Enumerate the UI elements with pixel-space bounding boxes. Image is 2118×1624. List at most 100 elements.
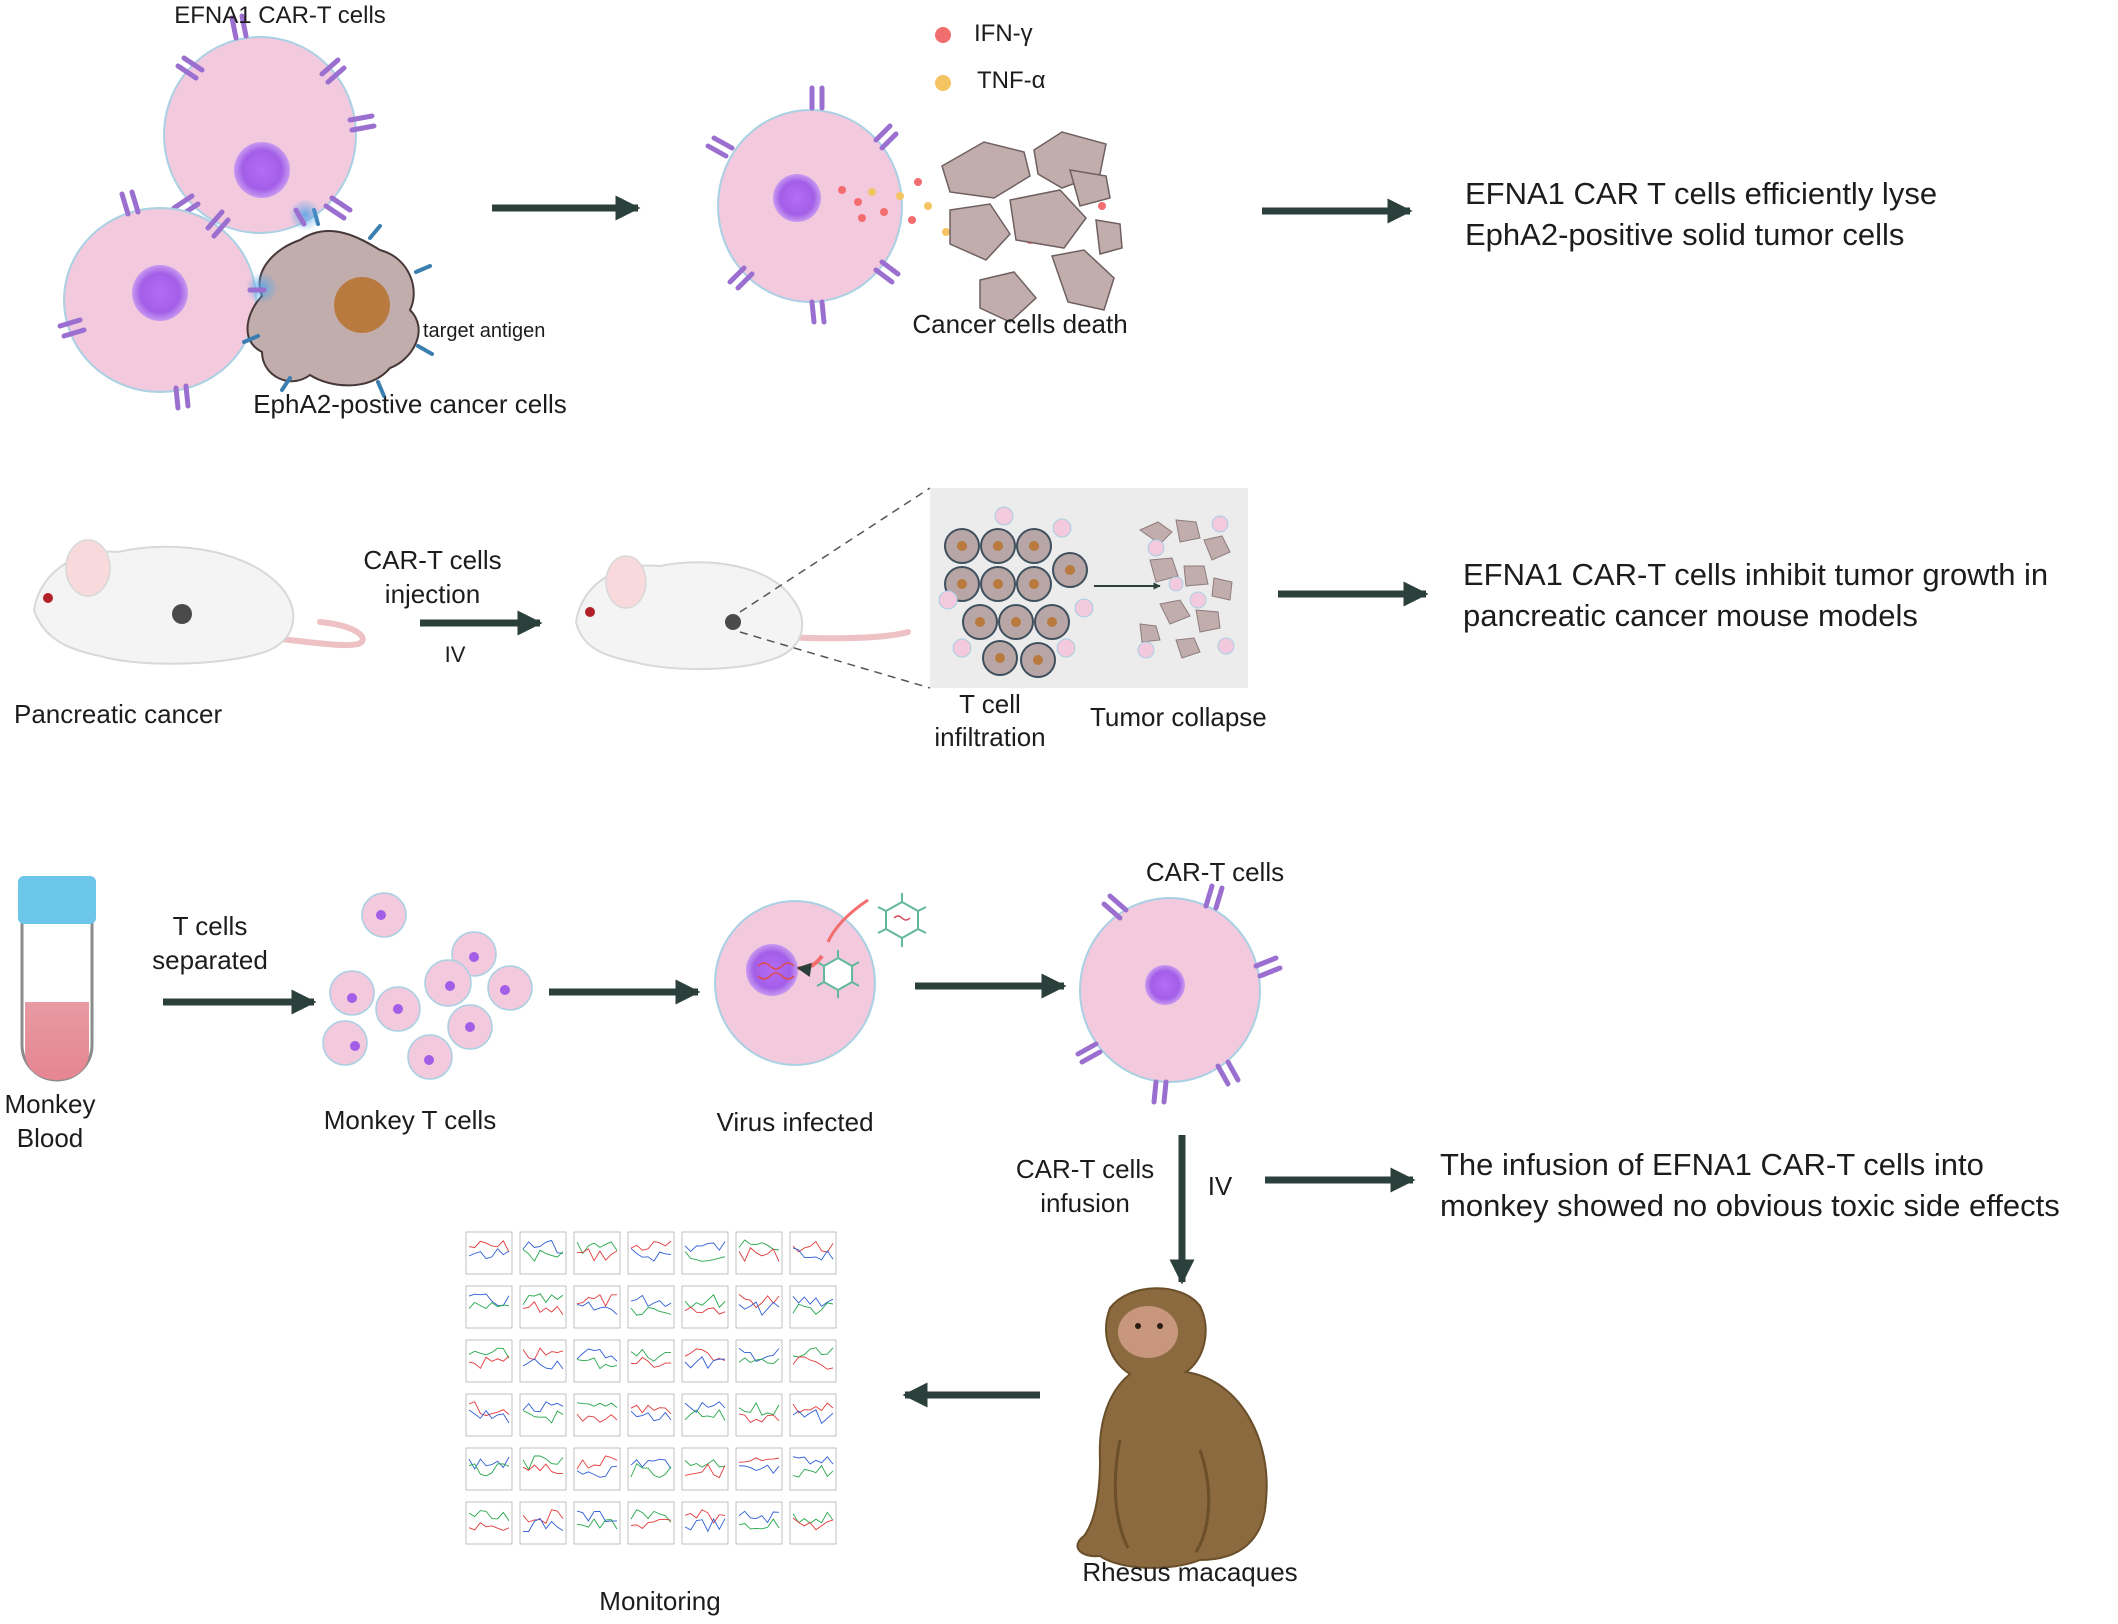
mouse-untreated: [32, 539, 366, 665]
iv-route-label-monkey: IV: [1207, 1171, 1233, 1201]
monkey-blood-line-1: Monkey: [4, 1089, 96, 1119]
t-cells-separated-line-2: separated: [152, 945, 268, 975]
blood-tube: [18, 876, 96, 1082]
tumor-collapse-label: Tumor collapse: [1090, 702, 1267, 732]
mini-plot-series: [468, 1355, 510, 1370]
mini-plot-frame: [681, 1501, 729, 1545]
virus-particle-inside: [816, 950, 860, 998]
conclusion-3-line-1: The infusion of EFNA1 CAR-T cells into: [1440, 1147, 1984, 1182]
mini-plot-series: [522, 1239, 564, 1254]
mini-plot-frame: [519, 1339, 567, 1383]
mini-plot-series: [576, 1510, 618, 1522]
mini-plot-series: [738, 1510, 780, 1524]
mini-plot-series: [522, 1301, 564, 1315]
mini-plot-series: [522, 1463, 564, 1475]
conclusion-2-line-1: EFNA1 CAR-T cells inhibit tumor growth i…: [1463, 557, 2049, 592]
virus-particle: [877, 893, 927, 947]
mini-plot-series: [468, 1240, 510, 1253]
mini-plot-series: [738, 1348, 780, 1362]
conclusion-2-line-2: pancreatic cancer mouse models: [1463, 598, 1918, 633]
mini-plot-series: [630, 1458, 672, 1469]
mini-plot-frame: [573, 1501, 621, 1545]
monkey-blood-line-2: Blood: [16, 1123, 84, 1153]
pancreatic-cancer-label: Pancreatic cancer: [14, 699, 223, 729]
legend-tnf-dot: [935, 75, 951, 91]
mini-plot-frame: [573, 1447, 621, 1491]
mini-plot-series: [468, 1522, 510, 1531]
mini-plot-frame: [465, 1231, 513, 1275]
mini-plot-series: [738, 1413, 780, 1423]
t-cells-separated-line-1: T cells: [172, 911, 248, 941]
mini-plot-frame: [573, 1393, 621, 1437]
rhesus-macaques-label: Rhesus macaques: [1082, 1557, 1298, 1587]
mini-plot-frame: [627, 1393, 675, 1437]
mini-plot-series: [576, 1348, 618, 1362]
monitoring-mini-plots: [465, 1231, 837, 1545]
ifn-gamma-label: IFN-γ: [974, 20, 1033, 47]
mini-plot-series: [792, 1511, 834, 1524]
mini-plot-series: [792, 1247, 834, 1261]
mini-plot-frame: [681, 1231, 729, 1275]
mini-plot-frame: [681, 1339, 729, 1383]
mini-plot-series: [522, 1249, 564, 1262]
tnf-alpha-label: TNF-α: [977, 67, 1046, 94]
mini-plot-series: [576, 1402, 618, 1408]
mini-plot-series: [630, 1294, 672, 1307]
mini-plot-series: [630, 1348, 671, 1362]
mini-plot-series: [792, 1456, 834, 1465]
mini-plot-frame: [519, 1447, 567, 1491]
mini-plot-series: [684, 1409, 726, 1421]
conclusion-1-line-2: EphA2-positive solid tumor cells: [1465, 217, 1905, 252]
mini-plot-series: [684, 1401, 726, 1413]
mini-plot-series: [468, 1409, 510, 1424]
mini-plot-series: [576, 1518, 618, 1530]
mini-plot-series: [522, 1517, 564, 1532]
mini-plot-series: [684, 1356, 726, 1369]
mini-plot-series: [522, 1401, 564, 1413]
killer-car-t-cell: [705, 85, 903, 325]
mini-plot-frame: [627, 1285, 675, 1329]
mini-plot-frame: [789, 1447, 837, 1491]
mini-plot-series: [630, 1240, 672, 1251]
mini-plot-frame: [789, 1501, 837, 1545]
rhesus-macaque: [1076, 1287, 1268, 1569]
mini-plot-series: [738, 1518, 780, 1530]
car-t-cells-label: EFNA1 CAR-T cells: [174, 2, 386, 29]
mini-plot-series: [468, 1301, 510, 1310]
binding-line-top: [293, 207, 307, 227]
mini-plot-series: [630, 1410, 672, 1422]
mini-plot-frame: [519, 1231, 567, 1275]
injection-label-line-2: injection: [384, 579, 481, 609]
zoom-inset: [930, 488, 1248, 688]
t-cell-infiltration-line-1: T cell: [959, 689, 1021, 719]
ephA2-tumor-cell: [242, 199, 434, 398]
mini-plot-series: [684, 1251, 726, 1262]
conclusion-3-line-2: monkey showed no obvious toxic side effe…: [1440, 1188, 2060, 1223]
mini-plot-series: [576, 1465, 618, 1478]
mini-plot-series: [522, 1358, 564, 1370]
mini-plot-series: [522, 1347, 564, 1361]
mini-plot-series: [684, 1294, 726, 1309]
mini-plot-frame: [735, 1339, 783, 1383]
mini-plot-series: [630, 1518, 672, 1529]
mini-plot-series: [630, 1462, 672, 1478]
legend-ifn-dot: [935, 27, 951, 43]
mini-plot-series: [576, 1294, 618, 1307]
mini-plot-series: [792, 1464, 834, 1478]
mini-plot-series: [738, 1301, 780, 1316]
mini-plot-series: [684, 1463, 726, 1479]
injection-label-line-1: CAR-T cells: [363, 545, 502, 575]
mini-plot-series: [738, 1464, 780, 1475]
mini-plot-frame: [465, 1339, 513, 1383]
iv-route-label-mouse: IV: [444, 642, 466, 667]
mini-plot-frame: [627, 1501, 675, 1545]
virus-infected-label: Virus infected: [716, 1107, 874, 1137]
zoom-lines: [739, 487, 931, 689]
mini-plot-frame: [735, 1285, 783, 1329]
virus-infected-cell: [714, 898, 876, 1066]
mini-plot-series: [522, 1410, 564, 1424]
mini-plot-frame: [573, 1231, 621, 1275]
mini-plot-series: [792, 1302, 834, 1315]
